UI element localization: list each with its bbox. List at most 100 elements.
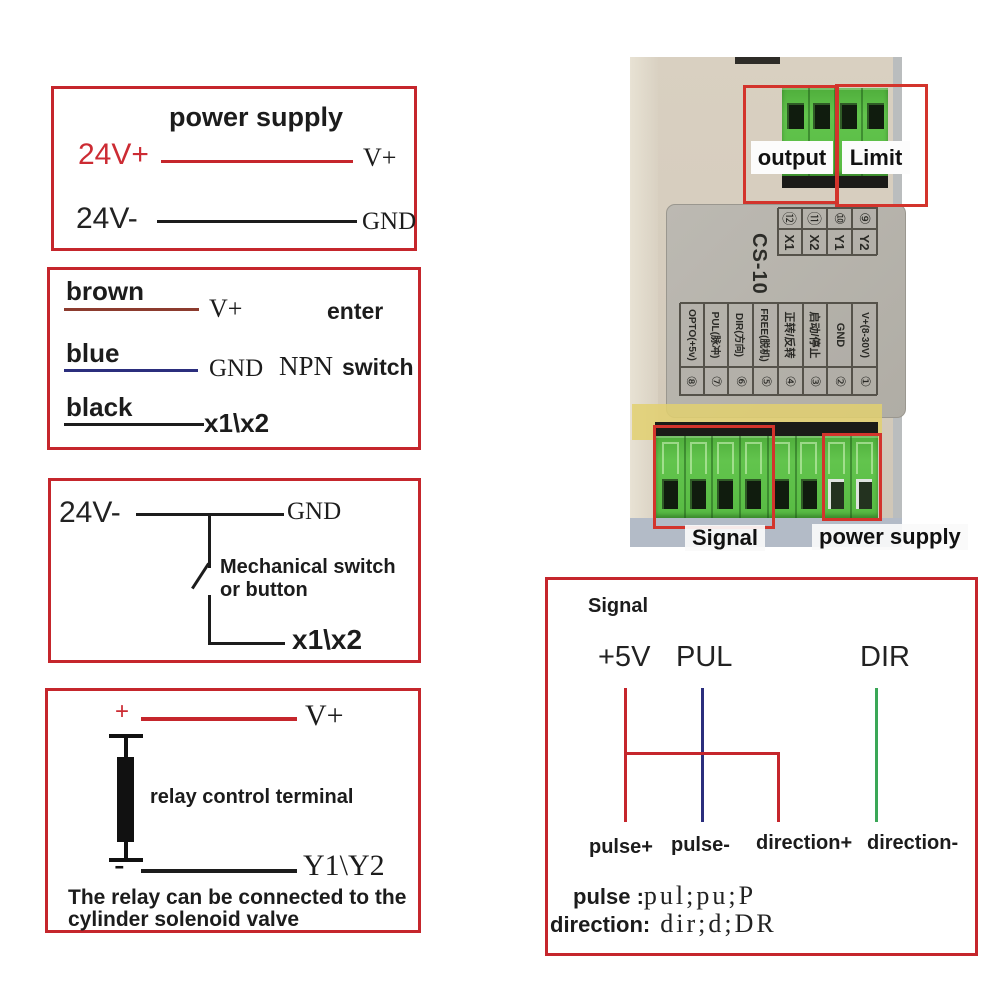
pin-number: ① [852,367,877,396]
wire-label-pulse-plus: pulse+ [589,836,653,858]
power-supply-annotation-box [822,433,882,521]
legend-direction-value: dir;d;DR [660,909,777,938]
model-name: CS-10 [748,233,770,295]
terminal-hole [840,103,857,129]
terminal-ridge [800,442,817,474]
terminal-hole [813,103,830,129]
signal-annotation-box [653,425,775,529]
psu-positive-wire [161,160,353,163]
switch-label: switch [342,354,414,380]
terminal-ridge [662,442,679,474]
terminal-separator [767,436,769,518]
psu-positive-terminal: V+ [363,143,397,172]
relay-top-terminal: V+ [305,699,344,732]
relay-box: + V+ relay control terminal - Y1\Y2 The … [45,688,421,933]
wire-black [64,423,204,426]
top-pin-table: ⑨ Y2 ⑩ Y1 ⑪ X2 ⑫ X1 [777,207,878,256]
legend-direction-key: direction: [550,912,651,937]
terminal-ridge [690,442,707,474]
terminal-separator [684,436,686,518]
relay-label: relay control terminal [150,786,354,808]
terminal-ridge [745,442,762,474]
npn-switch-box: brown V+ enter blue GND NPN switch black… [47,267,421,450]
terminal-separator [795,436,797,518]
terminal-ridge [856,442,873,474]
wire-brown-label: brown [66,276,144,306]
terminal-hole [690,479,706,509]
mech-bottom-terminal: x1\x2 [292,624,363,655]
output-label: output [751,141,833,174]
psu-positive-label: 24V+ [78,138,149,171]
mech-top-terminal: GND [287,498,342,525]
signal-caption: Signal [685,525,766,552]
wire-blue-label: blue [66,338,120,368]
terminal-separator [850,436,852,518]
wire-5v-branch [624,752,780,755]
psu-negative-label: 24V- [76,202,138,235]
pin-name: PUL(脉冲) [703,303,729,367]
relay-bottom-tick [109,858,143,862]
power-supply-caption: power supply [812,524,968,551]
terminal-ridge [717,442,734,474]
relay-bottom-wire [141,869,297,873]
legend-direction: direction: dir;d;DR [550,910,777,937]
pin-number: ⑧ [679,367,704,396]
wire-brown [64,308,199,311]
bottom-pin-table: V+(8-30V) ① GND ② 启动/停止 ③ 正转/反转 ④ FREE(脱… [679,302,878,396]
pin-name: X2 [802,229,827,256]
psu-negative-terminal: GND [362,208,417,235]
limit-label: Limit [842,141,910,174]
bottom-terminal-block [656,436,878,518]
terminal-ridge [828,442,845,474]
pin-number: ② [827,367,853,396]
wire-label-direction-plus: direction+ [756,832,853,854]
wire-black-terminal: x1\x2 [204,408,270,438]
legend-pulse-key: pulse : [573,884,644,909]
enter-label: enter [327,298,384,324]
wire-dir [875,688,878,822]
terminal-hole [867,103,884,129]
switch-blade [191,562,210,590]
mech-lower-wire [208,595,211,645]
wire-label-pulse-minus: pulse- [671,834,730,856]
relay-body [117,757,134,842]
mech-drop-wire [208,513,211,568]
pin-name: Y1 [827,229,852,256]
mech-label-line2: or button [220,579,308,601]
wire-black-label: black [66,392,133,422]
npn-label: NPN [279,351,334,381]
pin-name: Y2 [852,229,877,256]
signal-wiring-box: Signal +5V PUL DIR pulse+ pulse- directi… [545,577,978,956]
relay-bottom-terminal: Y1\Y2 [303,849,385,882]
pin-number: ④ [778,367,803,396]
pin-name: V+(8-30V) [852,303,877,367]
pin-name: DIR(方向) [728,303,754,367]
mech-label-line1: Mechanical switch [220,556,396,578]
mech-source-label: 24V- [59,496,121,529]
relay-caption-line2: cylinder solenoid valve [68,908,300,931]
wire-pul [701,688,704,822]
mechanical-switch-box: 24V- GND Mechanical switch or button x1\… [48,478,421,663]
relay-plus: + [115,698,130,725]
power-supply-title: power supply [169,102,344,132]
wire-direction-plus [777,752,780,822]
pin-number: ⑪ [802,208,827,229]
terminal-hole [801,479,817,509]
pin-name: 启动/停止 [802,303,828,367]
wire-brown-terminal: V+ [209,294,243,323]
pin-name: OPTO(+5v) [679,303,704,367]
relay-caption-line1: The relay can be connected to the [68,886,407,909]
pin-number: ③ [802,367,828,396]
header-pul: PUL [676,641,733,673]
pin-number: ⑫ [777,208,802,229]
terminal-separator [739,436,741,518]
wire-label-direction-minus: direction- [867,832,959,854]
pin-name: X1 [777,229,802,256]
terminal-separator [808,88,810,176]
signal-box-title: Signal [588,595,649,617]
pin-number: ⑦ [703,367,729,396]
terminal-hole [787,103,804,129]
relay-top-stem [124,734,128,759]
terminal-separator [711,436,713,518]
